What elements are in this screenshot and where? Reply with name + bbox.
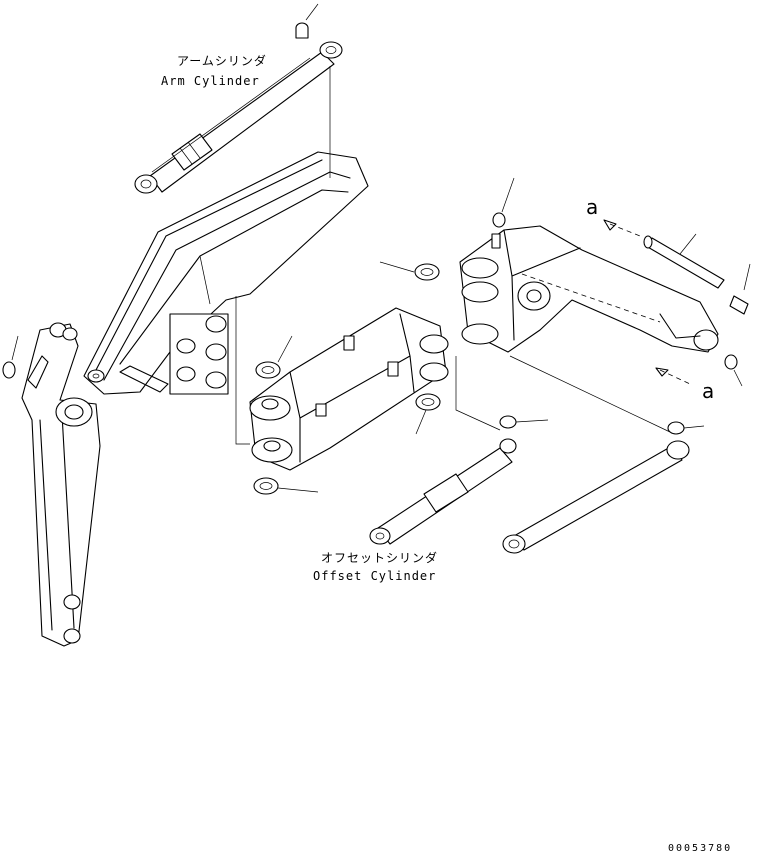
arm-cylinder-label-ja: アームシリンダ: [177, 54, 267, 68]
reference-a-top: a: [586, 195, 599, 219]
arm-cylinder: [134, 41, 343, 194]
arm-tip: [21, 322, 101, 647]
washer-left: [2, 335, 19, 379]
arm-cylinder-pin: [295, 3, 319, 39]
pin-bolt-right: [729, 263, 751, 315]
link-rod-pin: [667, 421, 705, 435]
assembly-leaders: [235, 66, 671, 445]
offset-cylinder-pin: [499, 415, 549, 429]
washers-middle: [253, 261, 441, 495]
reference-a-bottom: a: [702, 379, 715, 403]
reference-arrows: [603, 219, 691, 385]
boom-pin: [643, 233, 725, 289]
offset-boom-middle: [249, 307, 449, 471]
boom-body: [459, 225, 719, 353]
arm-body: [83, 151, 369, 395]
drawing-number: 00053780: [668, 843, 733, 854]
offset-cylinder-label-en: Offset Cylinder: [313, 569, 437, 583]
offset-cylinder-label-ja: オフセットシリンダ: [321, 551, 439, 565]
washers-right: [492, 177, 743, 387]
arm-cylinder-label-en: Arm Cylinder: [161, 74, 260, 88]
offset-link-rod: [502, 440, 690, 554]
offset-cylinder: [369, 438, 517, 545]
